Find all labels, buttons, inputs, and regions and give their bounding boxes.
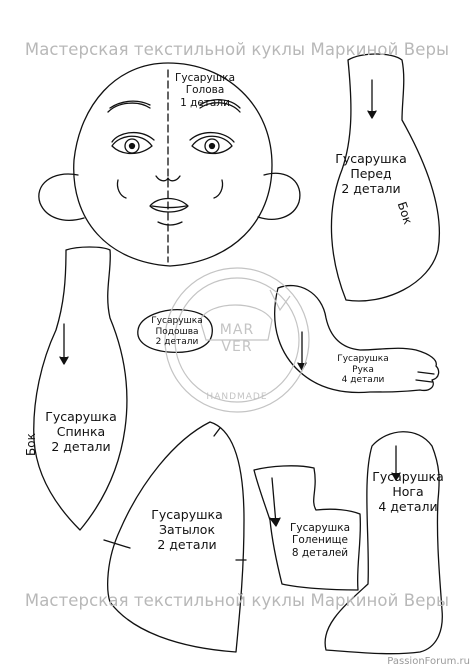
front-piece [330, 53, 441, 302]
watermark-bottom: Мастерская текстильной куклы Маркиной Ве… [24, 591, 450, 610]
back-piece [33, 246, 128, 531]
sole-label: Гусарушка Подошва 2 детали [151, 316, 203, 348]
front-label: Гусарушка Перед 2 детали [335, 151, 407, 196]
back-side-label: Бок [24, 433, 38, 456]
shin-piece [253, 465, 362, 591]
arm-label: Гусарушка Рука 4 детали [337, 354, 389, 386]
back-label: Гусарушка Спинка 2 детали [45, 409, 117, 454]
handmade-logo [164, 267, 310, 413]
logo-text: HANDMADE [206, 392, 268, 402]
shin-label: Гусарушка Голенище 8 деталей [289, 522, 351, 559]
leg-piece [324, 431, 443, 655]
site-footer: PassionForum.ru [387, 656, 470, 667]
nape-piece [103, 421, 247, 653]
logo-mark: MAR VER [219, 322, 255, 355]
head-label: Гусарушка Голова 1 детали [174, 72, 236, 109]
sole-piece [137, 309, 213, 354]
nape-label: Гусарушка Затылок 2 детали [151, 507, 223, 552]
leg-label: Гусарушка Нога 4 детали [372, 469, 444, 514]
head-piece [38, 62, 301, 267]
watermark-top: Мастерская текстильной куклы Маркиной Ве… [24, 40, 450, 59]
